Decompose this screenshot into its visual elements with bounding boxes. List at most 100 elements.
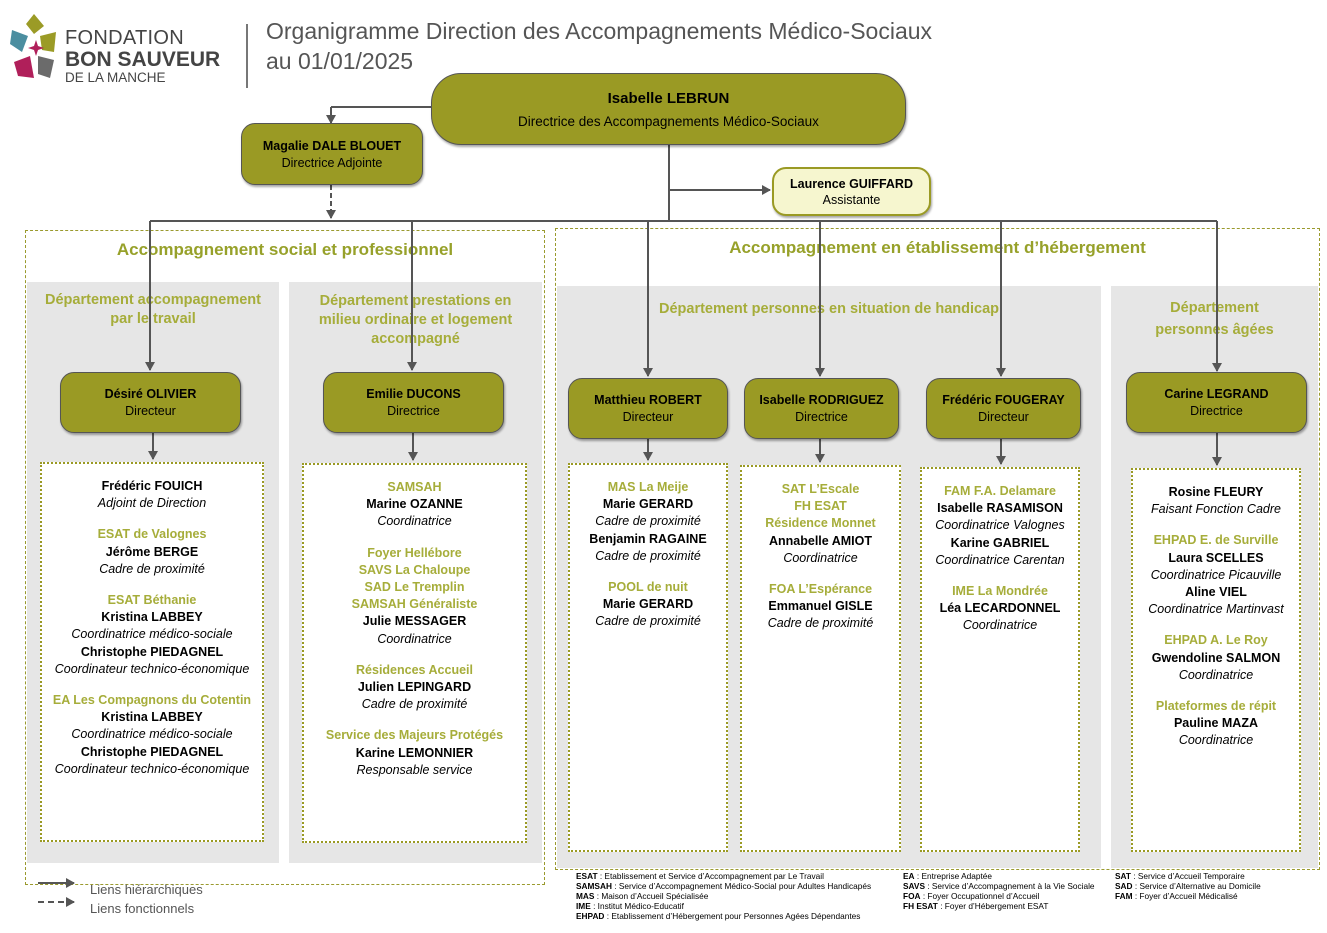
node-director[interactable]: Isabelle LEBRUN Directrice des Accompagn…: [431, 73, 906, 145]
abbreviation-definition: : Entreprise Adaptée: [914, 871, 993, 881]
abbreviation-definition: : Etablissement et Service d’Accompagnem…: [597, 871, 824, 881]
node-deputy[interactable]: Magalie DALE BLOUET Directrice Adjointe: [241, 123, 423, 185]
person-name: Aline VIEL: [1185, 585, 1247, 600]
node-director-sat[interactable]: Isabelle RODRIGUEZ Directrice: [744, 378, 899, 439]
person-name: Laura SCELLES: [1168, 550, 1264, 565]
service-name: MAS La Meije: [607, 480, 689, 494]
abbreviation-definition: : Etablissement d’Hébergement pour Perso…: [604, 911, 861, 921]
page-title-line1: Organigramme Direction des Accompagnemen…: [266, 18, 933, 44]
person-role: Adjoint de Direction: [97, 496, 207, 511]
legend-functional: Liens fonctionnels: [90, 901, 195, 916]
person-name: Christophe PIEDAGNEL: [80, 744, 224, 759]
person-name: Gwendoline SALMON: [1151, 650, 1281, 665]
person-role: Coordinatrice Valognes: [935, 518, 1065, 533]
node-director-role: Directrice des Accompagnements Médico-So…: [518, 113, 819, 129]
node-director-mas[interactable]: Matthieu ROBERT Directeur: [568, 378, 728, 439]
person-name: Jérôme BERGE: [105, 544, 199, 559]
person-role: Coordinatrice: [377, 631, 452, 646]
person-role: Cadre de proximité: [595, 514, 701, 529]
service-name: Résidence Monnet: [765, 516, 876, 531]
person-name: Julien LEPINGARD: [357, 680, 472, 695]
abbreviation-key: FOA: [903, 891, 921, 901]
abbreviation-item: EHPAD : Etablissement d’Hébergement pour…: [576, 911, 871, 921]
abbreviation-key: SAVS: [903, 881, 925, 891]
person-name: Emmanuel GISLE: [768, 599, 873, 614]
service-name: ESAT Béthanie: [107, 593, 197, 608]
abbreviation-item: SAD : Service d’Alternative au Domicile: [1115, 881, 1261, 891]
person-name: Frédéric FOUICH: [101, 479, 203, 493]
abbreviation-key: ESAT: [576, 871, 598, 881]
person-name: Léa LECARDONNEL: [939, 601, 1061, 616]
service-name: SAMSAH: [387, 480, 442, 494]
dept-ages-title: Département personnes âgées: [1155, 300, 1274, 338]
person-name: Rosine FLEURY: [1168, 485, 1264, 499]
person-name: Pauline MAZA: [1173, 716, 1259, 731]
logo-line3: DE LA MANCHE: [65, 70, 166, 85]
section-hebergement-title: Accompagnement en établissement d’héberg…: [729, 238, 1146, 257]
person-name: Christophe PIEDAGNEL: [80, 644, 224, 659]
person-role: Coordinatrice: [1178, 667, 1254, 682]
person-role: Responsable service: [356, 762, 473, 777]
person-role: Faisant Fonction Cadre: [1151, 502, 1281, 517]
node-assistant-role: Assistante: [822, 192, 881, 207]
abbreviation-definition: : Foyer d’Accueil Médicalisé: [1132, 891, 1238, 901]
person-role: Cadre de proximité: [595, 614, 701, 629]
service-name: IME La Mondrée: [952, 584, 1048, 599]
abbreviation-item: IME : Institut Médico-Educatif: [576, 901, 871, 911]
service-name: POOL de nuit: [608, 580, 688, 595]
service-name: FOA L’Espérance: [768, 582, 873, 597]
abbreviation-key: SAT: [1115, 871, 1131, 881]
person-role: Coordinateur technico-économique: [54, 661, 250, 676]
abbreviation-definition: : Institut Médico-Educatif: [590, 901, 684, 911]
node-director-ehpad[interactable]: Carine LEGRAND Directrice: [1126, 372, 1307, 433]
person-role: Coordinatrice médico-sociale: [71, 727, 233, 742]
service-name: EHPAD E. de Surville: [1153, 533, 1279, 548]
node-deputy-role: Directrice Adjointe: [281, 155, 383, 170]
node-director-milieu[interactable]: Emilie DUCONS Directrice: [323, 372, 504, 433]
logo-line2: BON SAUVEUR: [65, 48, 221, 71]
abbreviation-key: MAS: [576, 891, 595, 901]
service-name: Résidences Accueil: [356, 662, 473, 677]
abbreviation-key: EHPAD: [576, 911, 605, 921]
person-role: Cadre de proximité: [99, 561, 205, 576]
abbreviation-item: ESAT : Etablissement et Service d’Accomp…: [576, 871, 871, 881]
person-role: Coordinatrice: [1178, 733, 1254, 748]
abbreviation-definition: : Service d’Alternative au Domicile: [1132, 881, 1261, 891]
logo-mark-icon: [10, 14, 56, 78]
node-director-name: Isabelle LEBRUN: [607, 89, 730, 107]
abbreviation-definition: : Service d’Accueil Temporaire: [1130, 871, 1245, 881]
node-director-fam[interactable]: Frédéric FOUGERAY Directeur: [926, 378, 1081, 439]
node-assistant[interactable]: Laurence GUIFFARD Assistante: [772, 167, 931, 216]
person-role: Coordinatrice Picauville: [1150, 567, 1282, 582]
person-name: Isabelle RASAMISON: [937, 501, 1063, 516]
node-director-travail[interactable]: Désiré OLIVIER Directeur: [60, 372, 241, 433]
node-assistant-name: Laurence GUIFFARD: [790, 176, 913, 191]
person-name: Julie MESSAGER: [362, 614, 467, 629]
service-name: SAVS La Chaloupe: [358, 562, 471, 577]
person-role: Cadre de proximité: [767, 616, 874, 631]
service-name: Plateformes de répit: [1155, 699, 1277, 714]
service-name: FAM F.A. Delamare: [944, 484, 1056, 498]
section-social-title: Accompagnement social et professionnel: [116, 240, 454, 259]
page-title-line2: au 01/01/2025: [266, 48, 414, 74]
abbr-col-0: ESAT : Etablissement et Service d’Accomp…: [576, 871, 871, 921]
logo-line1: FONDATION: [65, 27, 184, 49]
abbreviation-item: FH ESAT : Foyer d’Hébergement ESAT: [903, 901, 1095, 911]
abbreviation-item: SAT : Service d’Accueil Temporaire: [1115, 871, 1261, 881]
service-name: Foyer Hellébore: [367, 545, 462, 560]
service-name: FH ESAT: [794, 499, 847, 514]
